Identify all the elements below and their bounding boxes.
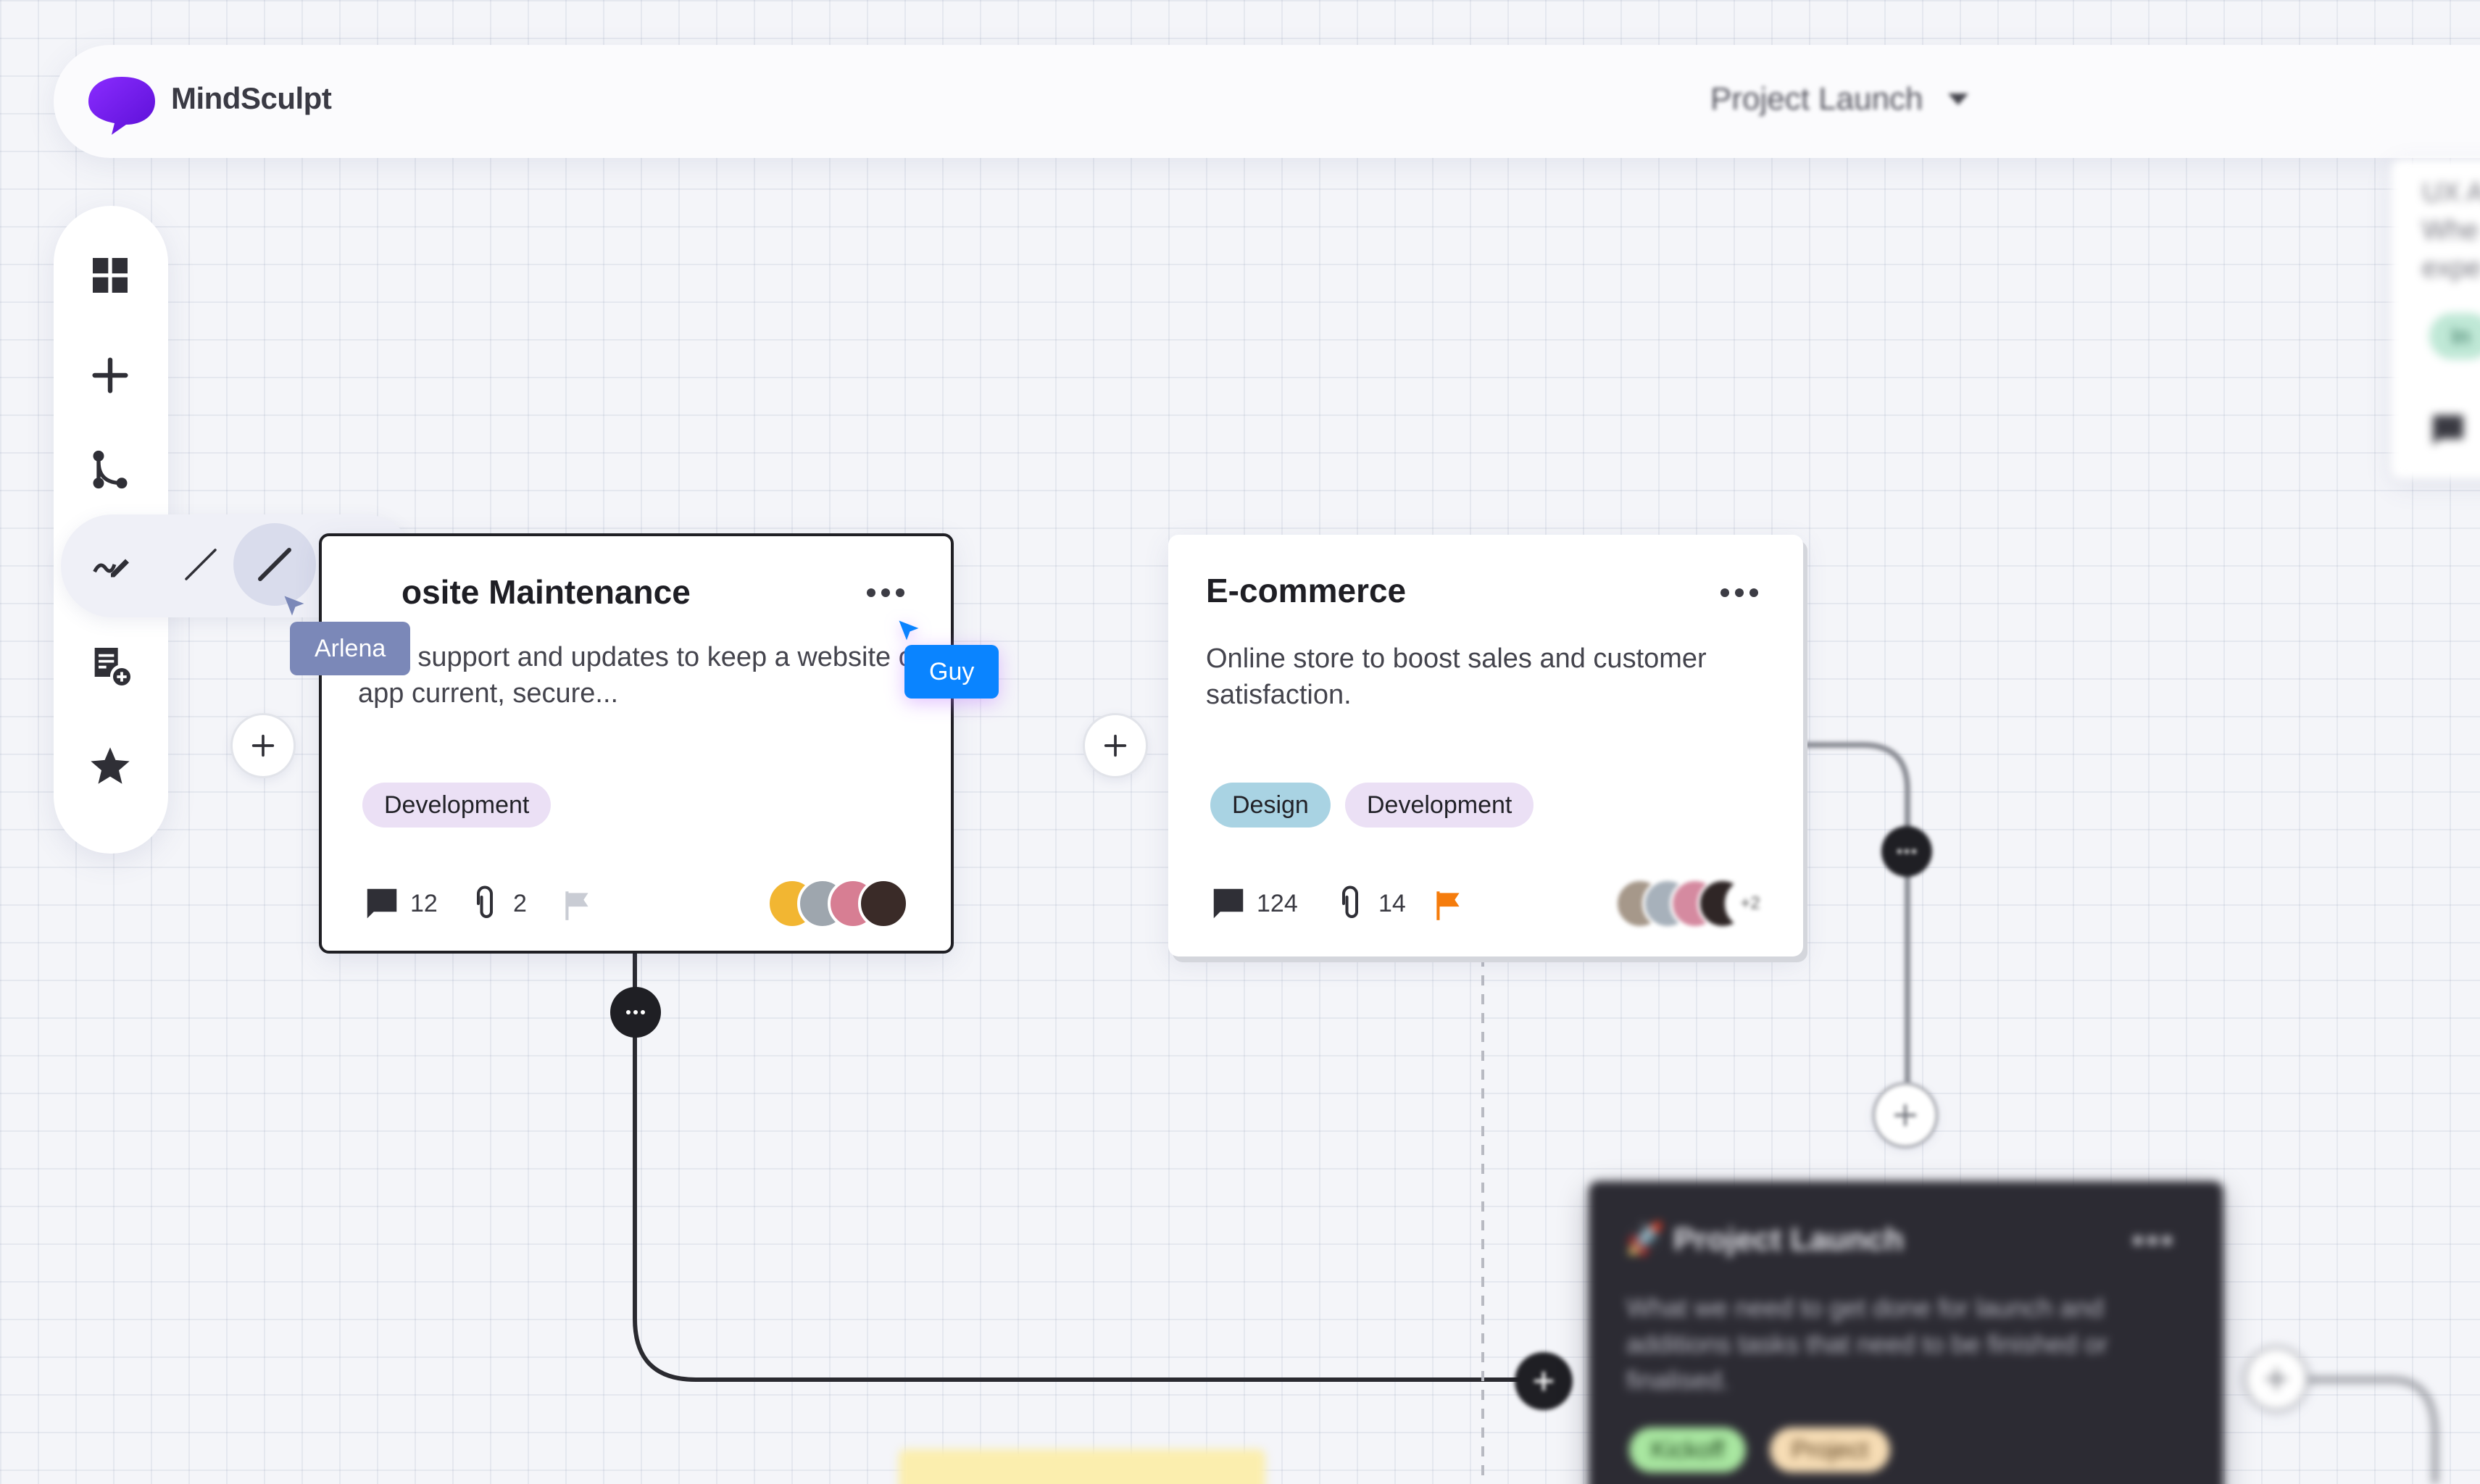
flow-button[interactable] (80, 439, 141, 500)
attachment-count[interactable]: 14 (1331, 884, 1406, 923)
tag-design[interactable]: Design (1210, 783, 1331, 828)
task-card-project-launch[interactable]: 🚀 Project Launch What we need to get don… (1589, 1181, 2223, 1484)
partial-card[interactable]: UX A Whe expe In (2392, 159, 2480, 478)
comment-count[interactable]: 124 (1209, 884, 1298, 923)
cursor-pointer-icon (284, 596, 304, 616)
app-name: MindSculpt (171, 81, 332, 115)
add-button[interactable] (80, 345, 141, 406)
task-card-website-maintenance[interactable]: osite Maintenance oing support and updat… (319, 533, 954, 954)
top-header-bar (54, 45, 2480, 158)
tag-project[interactable]: Project (1770, 1427, 1890, 1472)
status-badge: In (2429, 313, 2480, 359)
comment-count-value: 124 (1257, 889, 1298, 917)
grid-icon (93, 258, 128, 293)
card-description: What we need to get done for launch and … (1626, 1293, 2108, 1395)
card-more-menu[interactable] (867, 588, 904, 597)
card-description: Online store to boost sales and customer… (1206, 643, 1707, 710)
card-more-menu[interactable] (2134, 1236, 2171, 1245)
cursor-pointer-icon (899, 620, 919, 641)
chevron-down-icon (1947, 93, 1968, 105)
medium-line-icon (258, 548, 291, 581)
flow-icon (93, 450, 128, 489)
add-connection-button[interactable] (1515, 1352, 1573, 1410)
plus-icon (1894, 1104, 1917, 1127)
sticky-note[interactable] (899, 1449, 1265, 1484)
add-node-right-button[interactable] (2244, 1346, 2309, 1412)
extra-members-count: +2 (1725, 878, 1776, 929)
project-selector[interactable]: Project Launch (1710, 81, 1968, 117)
comment-icon (2433, 415, 2463, 446)
favorite-icon (91, 747, 130, 784)
card-title: E-commerce (1206, 572, 1407, 609)
pen-thin-option[interactable] (159, 523, 242, 606)
member-avatars[interactable]: +2 (1615, 878, 1789, 932)
add-note-button[interactable] (80, 635, 141, 696)
avatar[interactable] (858, 878, 909, 929)
dashboard-button[interactable] (80, 245, 141, 306)
connector-options-button[interactable] (1881, 826, 1932, 877)
task-card-ecommerce[interactable]: E-commerce Online store to boost sales a… (1168, 535, 1803, 956)
plus-icon (1104, 734, 1127, 757)
mindsculpt-logo (88, 77, 155, 135)
plus-icon (2265, 1367, 2288, 1391)
tag-development[interactable]: Development (1345, 783, 1534, 828)
add-note-icon (94, 648, 130, 685)
plus-icon (1534, 1371, 1554, 1391)
card-description: oing support and updates to keep a websi… (358, 642, 923, 709)
add-node-between-button[interactable] (1083, 713, 1148, 778)
partial-card-line: Whe (2422, 215, 2479, 246)
partial-card-line: expe (2422, 253, 2480, 283)
favorites-button[interactable] (80, 736, 141, 797)
card-more-menu[interactable] (1720, 588, 1758, 597)
tag-kickoff[interactable]: Kickoff (1629, 1427, 1747, 1472)
collaborator-cursor-label: Arlena (290, 622, 411, 675)
add-node-left-button[interactable] (230, 713, 296, 778)
plus-icon (92, 357, 128, 393)
add-node-below-button[interactable] (1873, 1083, 1938, 1148)
card-title: osite Maintenance (401, 573, 691, 611)
attachment-count-value: 2 (513, 889, 527, 917)
paperclip-icon (1341, 885, 1359, 919)
comment-count-value: 12 (410, 889, 438, 917)
attachment-count-value: 14 (1378, 889, 1406, 917)
connector-options-button[interactable] (610, 987, 661, 1038)
comment-count[interactable]: 12 (362, 884, 438, 923)
plus-icon (251, 734, 275, 757)
partial-card-line: UX A (2422, 178, 2480, 208)
pen-medium-option[interactable] (233, 523, 316, 606)
flag-icon[interactable] (1431, 887, 1467, 923)
pen-draw-icon (93, 559, 129, 578)
flag-icon[interactable] (559, 887, 596, 923)
comment-icon (367, 888, 397, 919)
card-title: 🚀 Project Launch (1625, 1222, 1904, 1257)
tag-development[interactable]: Development (362, 783, 552, 828)
draw-tool-button[interactable] (70, 523, 152, 606)
paperclip-icon (476, 885, 494, 919)
thin-line-icon (185, 549, 217, 580)
project-selector-label: Project Launch (1710, 81, 1923, 117)
comment-icon (1213, 888, 1244, 919)
collaborator-cursor-label: Guy (904, 645, 999, 699)
attachment-count[interactable]: 2 (465, 884, 527, 923)
